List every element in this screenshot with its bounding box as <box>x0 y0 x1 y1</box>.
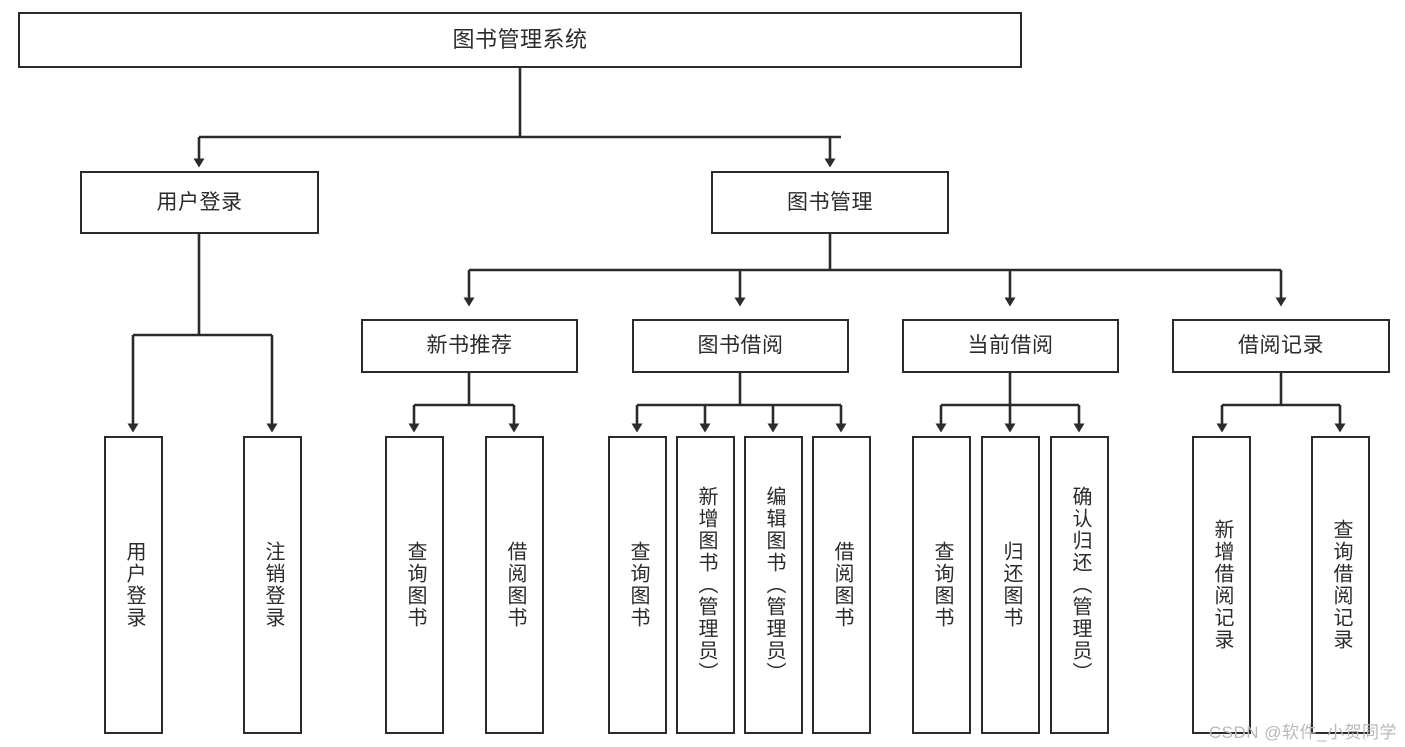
node-label: 图书借阅 <box>697 334 784 358</box>
leaf-book-borrow-query[interactable]: 查询图书 <box>608 436 667 734</box>
node-label: 归还图书 <box>1000 541 1022 629</box>
node-label: 图书管理系统 <box>452 26 588 52</box>
csdn-watermark: CSDN @软件_小贺同学 <box>1208 723 1397 742</box>
node-label: 注销登录 <box>262 541 284 629</box>
node-current-borrow[interactable]: 当前借阅 <box>902 319 1119 373</box>
node-label: 编辑图书（管理员） <box>763 486 785 684</box>
node-label: 用户登录 <box>156 190 243 214</box>
node-book-manage[interactable]: 图书管理 <box>711 171 949 234</box>
leaf-current-borrow-query[interactable]: 查询图书 <box>912 436 971 734</box>
node-label: 新增图书（管理员） <box>695 486 717 684</box>
node-label: 当前借阅 <box>967 334 1054 358</box>
leaf-borrow-record-add[interactable]: 新增借阅记录 <box>1192 436 1251 734</box>
leaf-current-borrow-return[interactable]: 归还图书 <box>981 436 1040 734</box>
node-label: 新增借阅记录 <box>1211 519 1233 651</box>
node-label: 查询图书 <box>931 541 953 629</box>
node-root-system[interactable]: 图书管理系统 <box>18 12 1022 68</box>
node-label: 图书管理 <box>787 190 873 214</box>
leaf-user-login-login[interactable]: 用户登录 <box>104 436 163 734</box>
node-new-book-recommend[interactable]: 新书推荐 <box>361 319 578 373</box>
node-label: 确认归还（管理员） <box>1069 486 1091 684</box>
leaf-borrow-record-query[interactable]: 查询借阅记录 <box>1311 436 1370 734</box>
node-label: 借阅图书 <box>504 541 526 629</box>
node-borrow-record[interactable]: 借阅记录 <box>1172 319 1390 373</box>
leaf-new-book-borrow[interactable]: 借阅图书 <box>485 436 544 734</box>
node-label: 查询图书 <box>404 541 426 629</box>
node-label: 查询图书 <box>627 541 649 629</box>
leaf-user-login-logout[interactable]: 注销登录 <box>243 436 302 734</box>
node-label: 借阅记录 <box>1238 334 1324 358</box>
leaf-current-borrow-confirm[interactable]: 确认归还（管理员） <box>1050 436 1109 734</box>
leaf-new-book-query[interactable]: 查询图书 <box>385 436 444 734</box>
node-label: 借阅图书 <box>831 541 853 629</box>
node-user-login[interactable]: 用户登录 <box>80 171 319 234</box>
node-label: 新书推荐 <box>426 334 513 358</box>
node-book-borrow[interactable]: 图书借阅 <box>632 319 849 373</box>
node-label: 用户登录 <box>123 541 145 629</box>
leaf-book-borrow-add[interactable]: 新增图书（管理员） <box>676 436 735 734</box>
node-label: 查询借阅记录 <box>1330 519 1352 651</box>
leaf-book-borrow-edit[interactable]: 编辑图书（管理员） <box>744 436 803 734</box>
leaf-book-borrow-borrow[interactable]: 借阅图书 <box>812 436 871 734</box>
